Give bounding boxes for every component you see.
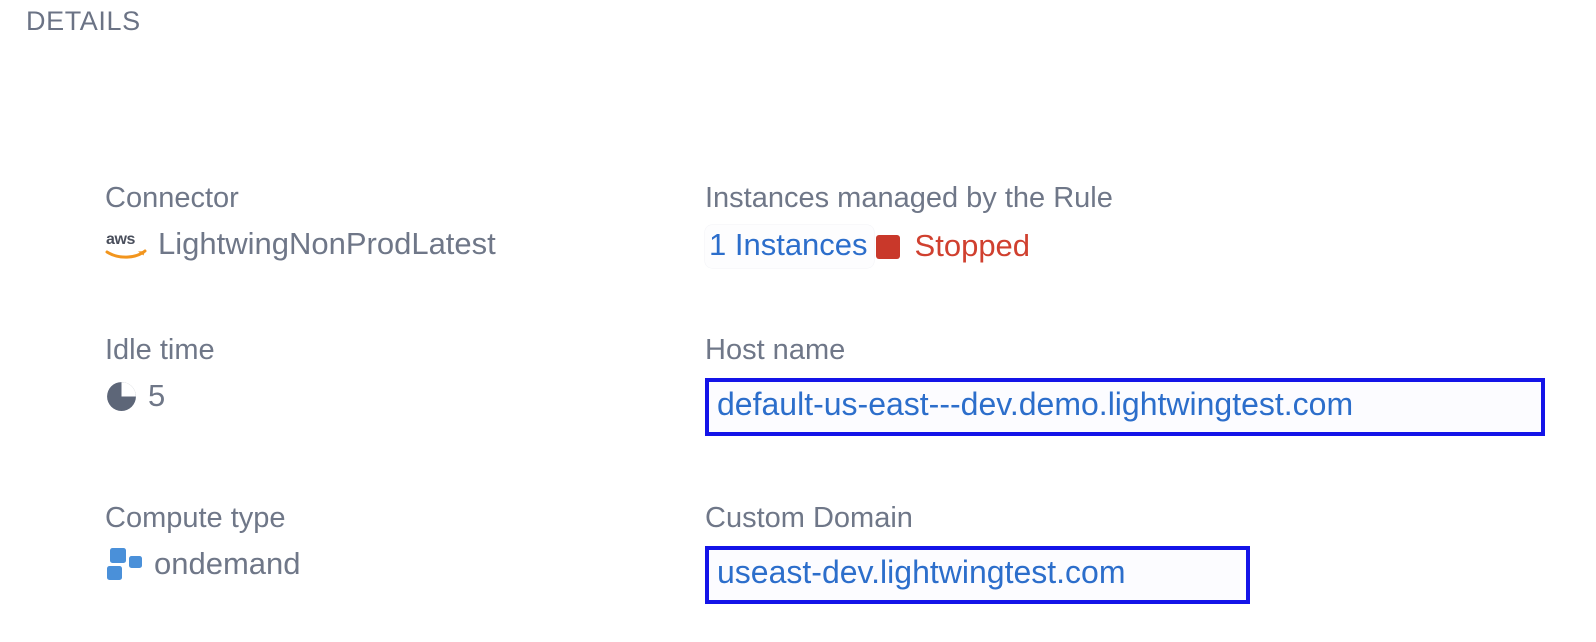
field-instances: Instances managed by the Rule 1 Instance… [705,182,1565,268]
host-name-label: Host name [705,333,846,366]
idle-time-label: Idle time [105,333,215,366]
svg-text:aws: aws [106,231,136,248]
clock-pie-icon [107,381,136,411]
instances-label: Instances managed by the Rule [705,182,1113,214]
aws-logo-icon: aws [105,231,147,260]
custom-domain-value: useast-dev.lightwingtest.com [717,554,1126,591]
page-title: DETAILS [26,6,141,36]
stopped-square-icon [875,234,900,259]
field-custom-domain: Custom Domain useast-dev.lightwingtest.c… [705,502,1565,604]
host-name-link[interactable]: default-us-east---dev.demo.lightwingtest… [705,378,1545,436]
status-badge: Stopped [914,228,1031,264]
host-name-value: default-us-east---dev.demo.lightwingtest… [717,386,1354,423]
details-grid: Connector aws LightwingNonProdLatest Ins… [105,182,1545,604]
custom-domain-label: Custom Domain [705,501,913,534]
custom-domain-link[interactable]: useast-dev.lightwingtest.com [705,546,1250,604]
compute-type-value-row: ondemand [105,547,705,581]
field-connector: Connector aws LightwingNonProdLatest [105,182,705,268]
compute-type-label: Compute type [105,501,286,534]
instances-value-row: 1 Instances Stopped [705,225,1565,268]
field-idle-time: Idle time 5 [105,334,705,436]
connector-value: LightwingNonProdLatest [158,226,496,262]
compute-type-value: ondemand [154,546,301,582]
connector-label: Connector [105,182,239,214]
idle-time-value: 5 [148,378,166,414]
field-host-name: Host name default-us-east---dev.demo.lig… [705,334,1565,436]
instances-count-link[interactable]: 1 Instances [705,225,874,268]
compute-blocks-icon [107,548,142,581]
field-compute-type: Compute type ondemand [105,502,705,604]
idle-time-value-row: 5 [105,379,705,413]
connector-value-row: aws LightwingNonProdLatest [105,227,705,261]
